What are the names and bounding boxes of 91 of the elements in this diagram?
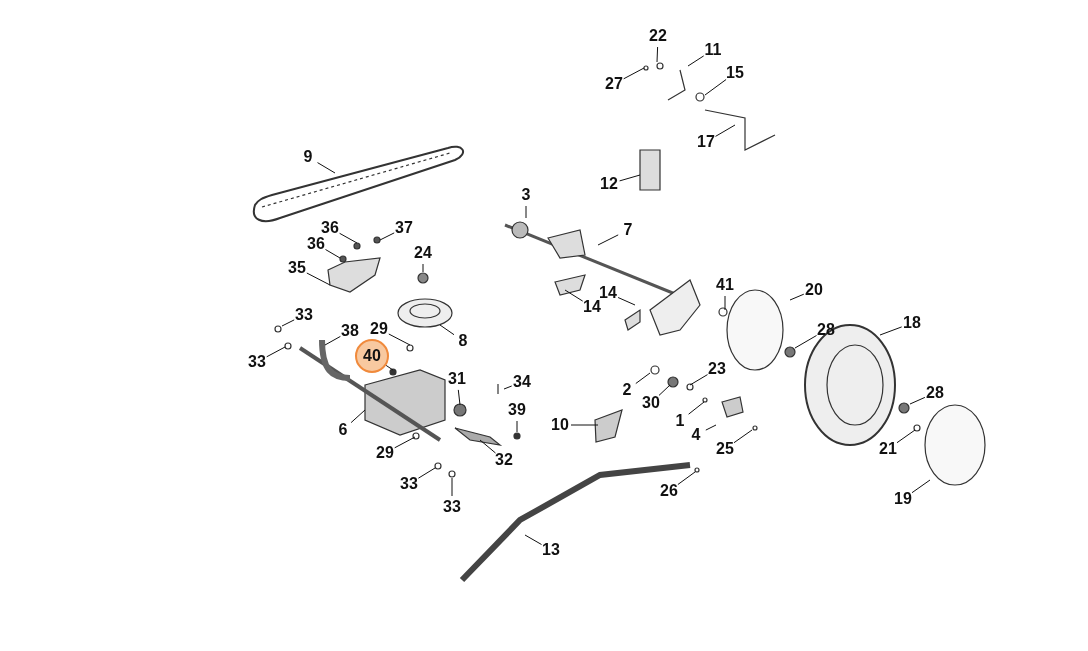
callout-number: 35 [287,259,307,277]
leader-line [688,401,705,415]
leader-line [417,467,436,479]
callout-number: 24 [413,244,433,262]
callout-number: 34 [512,373,532,391]
callout-number: 36 [320,219,340,237]
leader-line [879,326,903,336]
leader-line [623,67,645,80]
callout-number: 2 [621,381,633,399]
callout-number: 33 [247,353,267,371]
leader-line [457,389,461,406]
leader-line [724,295,726,311]
leader-line [350,409,366,424]
leader-line [677,471,696,485]
leader-line [479,439,496,454]
callout-number: 29 [375,444,395,462]
leader-line [422,263,424,273]
leader-line [339,232,358,244]
callout-number: 31 [447,370,467,388]
leader-line [516,420,518,433]
leader-line [705,424,717,431]
leader-line [597,234,619,246]
callout-number: 32 [494,451,514,469]
leader-line [266,346,286,358]
leader-line [324,335,341,346]
callout-number: 26 [659,482,679,500]
callout-number: 21 [878,440,898,458]
leader-line [379,232,395,241]
leader-line [525,205,527,219]
callout-number: 22 [648,27,668,45]
callout-number: 18 [902,314,922,332]
callout-number: 36 [306,235,326,253]
callout-number: 38 [340,322,360,340]
callout-number: 33 [399,475,419,493]
leader-line [704,79,727,96]
leader-line [635,372,651,384]
leader-line [564,289,584,302]
leader-line [385,364,394,371]
callout-number: 27 [604,75,624,93]
callout-number: 7 [622,221,634,239]
callout-number: 28 [816,321,836,339]
leader-line [794,335,817,349]
leader-line [911,479,931,494]
callout-number: 9 [302,148,314,166]
leader-line [909,396,926,405]
callout-number: 6 [337,421,349,439]
leader-line [570,424,599,426]
callout-number: 28 [925,384,945,402]
callout-number: 3 [520,186,532,204]
leader-line [656,46,659,63]
callout-number: 30 [641,394,661,412]
leader-line [789,293,805,301]
leader-line [619,174,641,182]
leader-line [617,297,636,306]
callout-number: 1 [674,412,686,430]
leader-line [503,385,513,390]
callout-number: 4 [690,426,702,444]
leader-line [658,384,671,396]
leader-line [687,55,705,67]
callout-number: 37 [394,219,414,237]
leader-line [281,319,295,327]
callout-number: 39 [507,401,527,419]
leader-line [524,534,542,545]
callout-number: 15 [725,64,745,82]
leader-line [317,162,336,174]
callout-number: 14 [582,298,602,316]
callout-number: 20 [804,281,824,299]
callout-number: 12 [599,175,619,193]
leader-line [715,124,736,137]
callout-number: 13 [541,541,561,559]
callout-number: 23 [707,360,727,378]
leader-line [451,477,453,497]
callout-number: 33 [442,498,462,516]
leader-line [325,249,341,259]
callout-number: 17 [696,133,716,151]
leader-line [439,324,455,336]
callout-number: 11 [703,41,723,59]
callout-number: 33 [294,306,314,324]
callout-number: 10 [550,416,570,434]
leader-line [388,333,411,346]
leader-line [896,429,916,444]
leader-line [689,374,708,386]
callout-number: 8 [457,332,469,350]
callout-number: 25 [715,440,735,458]
leader-line [394,436,416,449]
callout-number: 41 [715,276,735,294]
leader-line [306,272,331,286]
leader-line [733,429,753,444]
callout-number: 19 [893,490,913,508]
callout-number: 29 [369,320,389,338]
highlighted-callout-number: 40 [355,339,389,373]
